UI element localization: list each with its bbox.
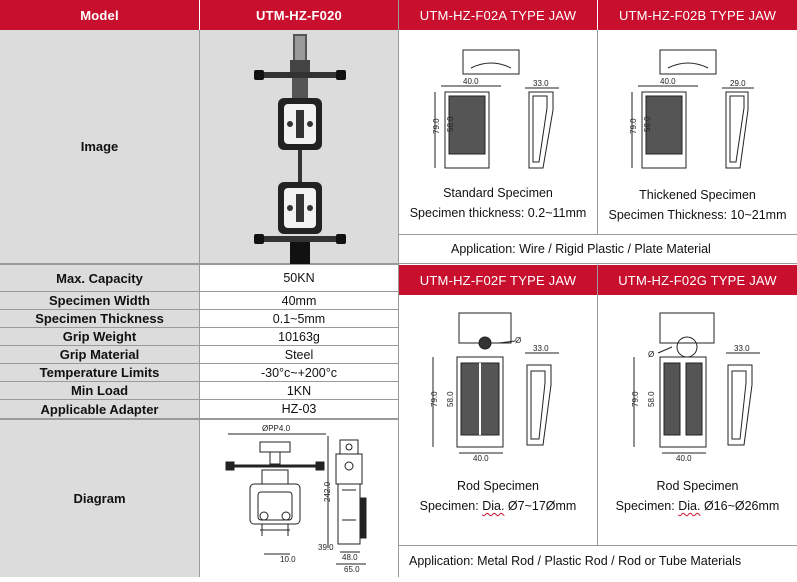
jaw-f-dia-prefix: Specimen: <box>419 499 479 513</box>
jaw-a-title: Standard Specimen <box>443 186 553 200</box>
jaw-g-dia-range: Ø16~Ø26mm <box>703 499 780 513</box>
jaw-b-width-dim: 40.0 <box>660 77 676 86</box>
jaw-g-h2-dim: 58.0 <box>647 391 656 407</box>
spec-label: Applicable Adapter <box>0 400 199 419</box>
header-model-value: UTM-HZ-F020 <box>200 0 398 30</box>
jaw-b-side-dim: 29.0 <box>730 79 746 88</box>
jaw-g-phi: Ø <box>648 350 654 359</box>
header-jaw-f: UTM-HZ-F02F TYPE JAW <box>399 265 597 295</box>
divider <box>0 419 398 420</box>
divider <box>597 30 598 234</box>
jaw-g-side-dim: 33.0 <box>734 344 750 353</box>
divider <box>597 265 598 545</box>
jaw-f-title: Rod Specimen <box>457 479 539 493</box>
spec-value: 10163g <box>200 328 398 346</box>
spec-label: Grip Material <box>0 346 199 364</box>
jaw-b-title: Thickened Specimen <box>639 188 756 202</box>
product-image <box>200 30 398 264</box>
jaw-g-title: Rod Specimen <box>656 479 739 493</box>
header-jaw-g: UTM-HZ-F02G TYPE JAW <box>598 265 797 295</box>
diagram-bottom-b: 39.0 <box>318 543 334 552</box>
jaw-a-h1-dim: 79.0 <box>432 118 441 134</box>
spec-value: 0.1~5mm <box>200 310 398 328</box>
jaw-g-dia-word: Dia. <box>678 499 701 513</box>
jaw-b-h1-dim: 79.0 <box>629 118 638 134</box>
jaw-a-width-dim: 40.0 <box>463 77 479 86</box>
spec-label: Min Load <box>0 382 199 400</box>
jaw-b-thickness: Specimen Thickness: 10~21mm <box>608 208 787 222</box>
divider <box>398 0 399 577</box>
jaw-a-drawing: 40.0 79.0 58.0 33.0 <box>432 49 559 169</box>
grip-dimension-drawing: ØPP4.0 242.0 10.0 39.0 48.0 65.0 <box>225 424 367 574</box>
jaw-f-panel: Ø 79.0 58.0 40.0 33.0 Rod Specimen Speci… <box>399 295 597 535</box>
jaw-f-side-dim: 33.0 <box>533 344 549 353</box>
spec-label: Grip Weight <box>0 328 199 346</box>
spec-label: Max. Capacity <box>0 265 199 292</box>
spec-value: 50KN <box>200 265 398 292</box>
jaw-g-dia-prefix: Specimen: <box>615 499 675 513</box>
jaw-b-panel: 40.0 79.0 58.0 29.0 Thickened Specimen S… <box>598 30 797 233</box>
spec-label: Temperature Limits <box>0 364 199 382</box>
header-model-label: Model <box>0 0 199 30</box>
jaw-f-h2-dim: 58.0 <box>446 391 455 407</box>
jaw-a-side-dim: 33.0 <box>533 79 549 88</box>
grip-product-photo <box>254 34 346 264</box>
jaw-f-drawing: Ø 79.0 58.0 40.0 33.0 <box>430 312 559 463</box>
jaw-b-h2-dim: 58.0 <box>643 116 652 132</box>
image-label: Image <box>0 30 199 264</box>
jaw-g-panel: Ø 79.0 58.0 40.0 33.0 Rod Specimen Speci… <box>598 295 797 535</box>
divider <box>399 545 797 546</box>
diagram-label: Diagram <box>0 420 199 577</box>
jaw-f-diameter: Specimen: Dia. Ø7~17Ømm <box>399 499 597 513</box>
jaw-f-dia-range: Ø7~17Ømm <box>507 499 577 513</box>
application-top: Application: Wire / Rigid Plastic / Plat… <box>399 234 797 264</box>
header-jaw-b: UTM-HZ-F02B TYPE JAW <box>598 0 797 30</box>
spec-value: 40mm <box>200 292 398 310</box>
jaw-b-drawing: 40.0 79.0 58.0 29.0 <box>629 49 754 169</box>
divider <box>0 264 398 265</box>
spec-label: Specimen Thickness <box>0 310 199 328</box>
diagram-bottom-a: 10.0 <box>280 555 296 564</box>
jaw-f-width-dim: 40.0 <box>473 454 489 463</box>
spec-value: HZ-03 <box>200 400 398 419</box>
jaw-a-h2-dim: 58.0 <box>446 116 455 132</box>
spec-label: Specimen Width <box>0 292 199 310</box>
spec-value: 1KN <box>200 382 398 400</box>
diagram-height-dim: 242.0 <box>323 481 332 502</box>
header-jaw-a: UTM-HZ-F02A TYPE JAW <box>399 0 597 30</box>
application-bottom: Application: Metal Rod / Plastic Rod / R… <box>409 554 742 568</box>
jaw-g-h1-dim: 79.0 <box>631 391 640 407</box>
diagram-bottom-c: 48.0 <box>342 553 358 562</box>
dimension-diagram: ØPP4.0 242.0 10.0 39.0 48.0 65.0 <box>200 420 398 577</box>
diagram-bottom-d: 65.0 <box>344 565 360 574</box>
jaw-g-drawing: Ø 79.0 58.0 40.0 33.0 <box>631 312 760 463</box>
jaw-f-h1-dim: 79.0 <box>430 391 439 407</box>
jaw-g-width-dim: 40.0 <box>676 454 692 463</box>
diagram-top-dim: ØPP4.0 <box>262 424 291 433</box>
jaw-g-diameter: Specimen: Dia. Ø16~Ø26mm <box>598 499 797 513</box>
spec-value: -30°c~+200°c <box>200 364 398 382</box>
jaw-a-thickness: Specimen thickness: 0.2~11mm <box>409 206 587 220</box>
jaw-f-dia-word: Dia. <box>482 499 505 513</box>
spec-value: Steel <box>200 346 398 364</box>
divider <box>199 30 200 577</box>
jaw-f-phi: Ø <box>515 336 521 345</box>
jaw-a-panel: 40.0 79.0 58.0 33.0 Standard Specimen Sp… <box>399 30 597 233</box>
